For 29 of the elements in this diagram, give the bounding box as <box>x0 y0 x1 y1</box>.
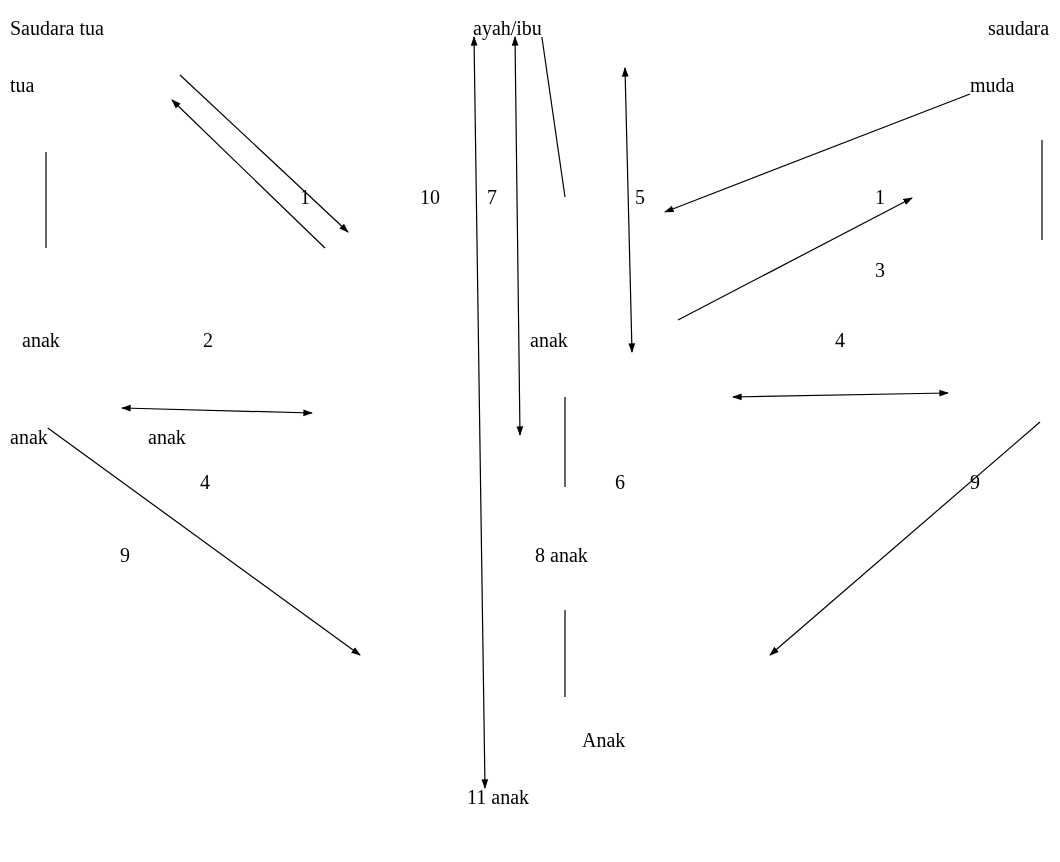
kinship-label: anak <box>22 328 60 352</box>
number-label: 3 <box>875 258 885 282</box>
kinship-label: 11 anak <box>467 785 529 809</box>
line <box>541 36 566 198</box>
number-label: 4 <box>835 328 845 352</box>
number-label: 1 <box>300 185 310 209</box>
arrow <box>47 427 361 656</box>
number-label: 10 <box>420 185 440 209</box>
kinship-label: saudara <box>988 16 1050 40</box>
number-label: 4 <box>200 470 210 494</box>
kinship-label: muda <box>970 73 1015 97</box>
kinship-label: ayah/ibu <box>473 16 542 40</box>
kinship-label: 8 anak <box>535 543 588 567</box>
number-label: 7 <box>487 185 497 209</box>
kinship-label: anak <box>148 425 186 449</box>
kinship-label: anak <box>10 425 48 449</box>
double-arrow <box>470 36 489 789</box>
number-label: 5 <box>635 185 645 209</box>
double-arrow <box>511 36 524 436</box>
number-label: 1 <box>875 185 885 209</box>
kinship-label: Saudara tua <box>10 16 104 40</box>
number-label: 9 <box>120 543 130 567</box>
kinship-label: tua <box>10 73 35 97</box>
number-label: 6 <box>615 470 625 494</box>
number-label: 2 <box>203 328 213 352</box>
kinship-label: anak <box>530 328 568 352</box>
arrow <box>664 93 971 213</box>
number-label: 9 <box>970 470 980 494</box>
kinship-label: Anak <box>582 728 626 752</box>
